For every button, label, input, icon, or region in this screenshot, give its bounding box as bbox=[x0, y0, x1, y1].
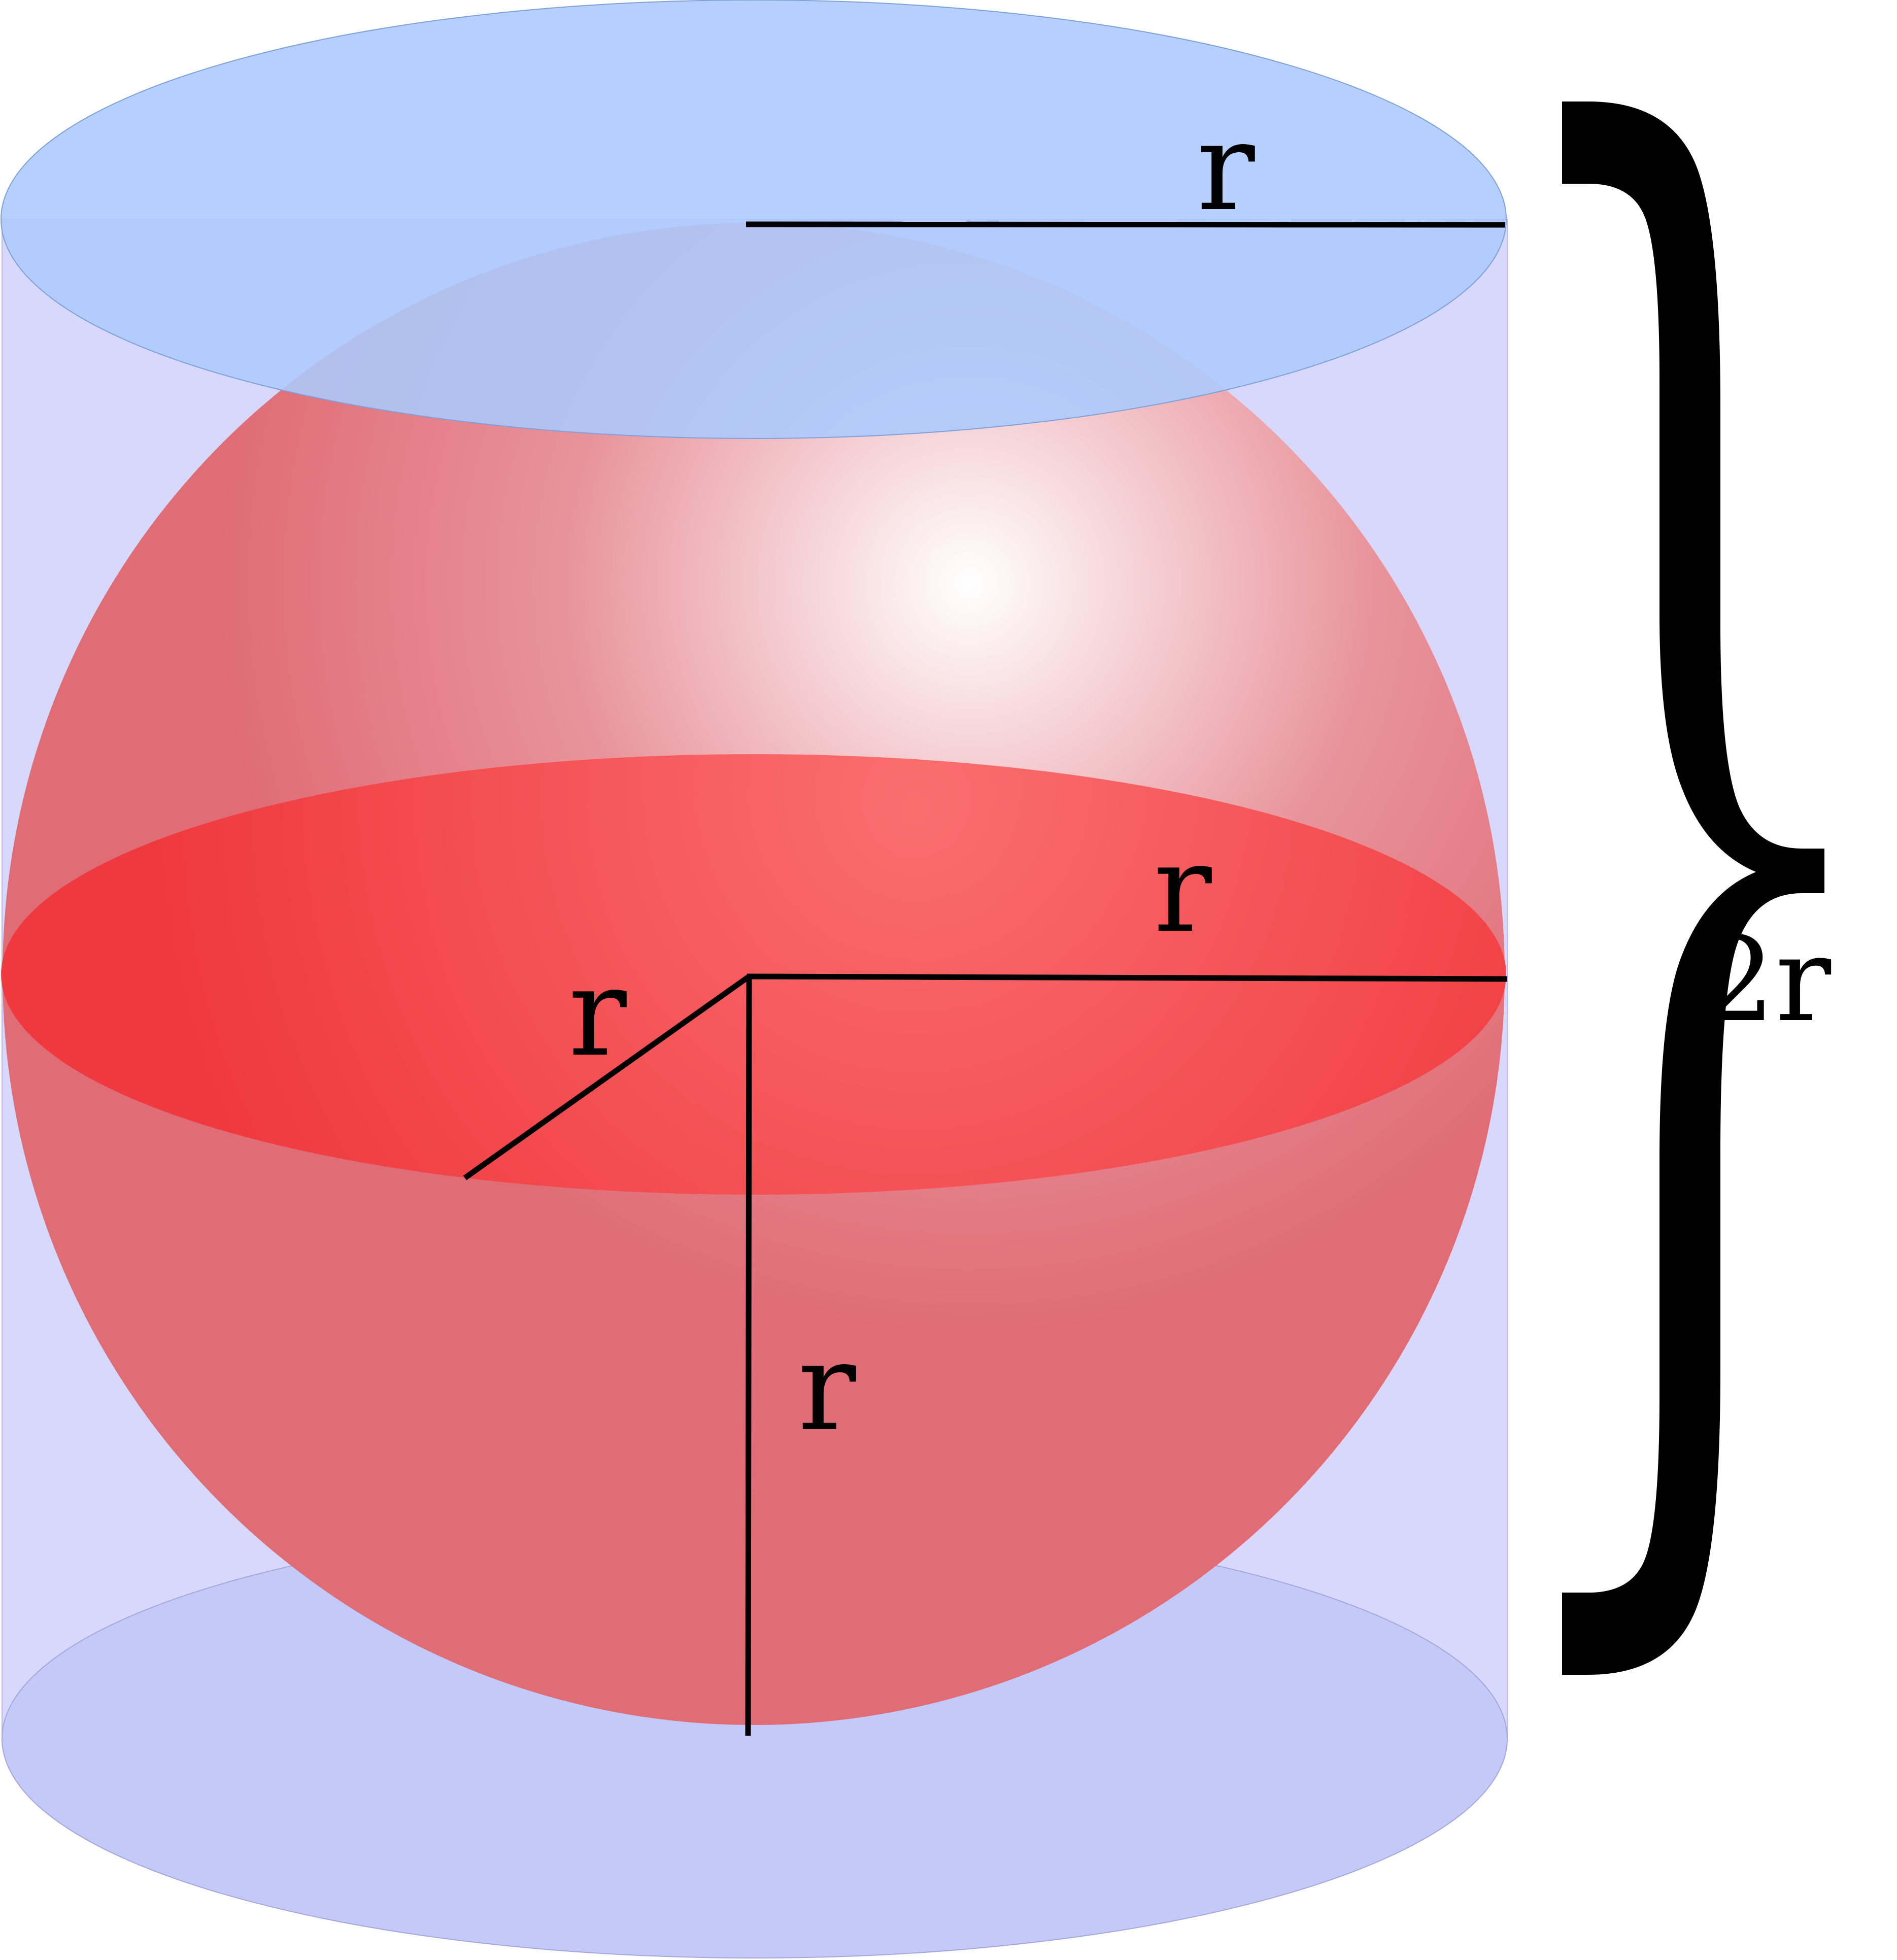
slant-radius-label: r bbox=[568, 941, 627, 1084]
height-brace bbox=[1562, 102, 1824, 1675]
equator-radius-label: r bbox=[1154, 818, 1212, 960]
cylinder-top-cap bbox=[1, 0, 1507, 439]
equator-radius-line bbox=[747, 973, 1508, 982]
radius-lines bbox=[463, 221, 1508, 1736]
slant-radius-line bbox=[463, 974, 751, 1180]
top-radius-label: r bbox=[1197, 96, 1255, 238]
vertical-radius-label: r bbox=[798, 1316, 856, 1458]
vertical-radius-line bbox=[745, 976, 752, 1736]
top-radius-line bbox=[746, 221, 1506, 228]
height-label: 2r bbox=[1701, 913, 1831, 1048]
